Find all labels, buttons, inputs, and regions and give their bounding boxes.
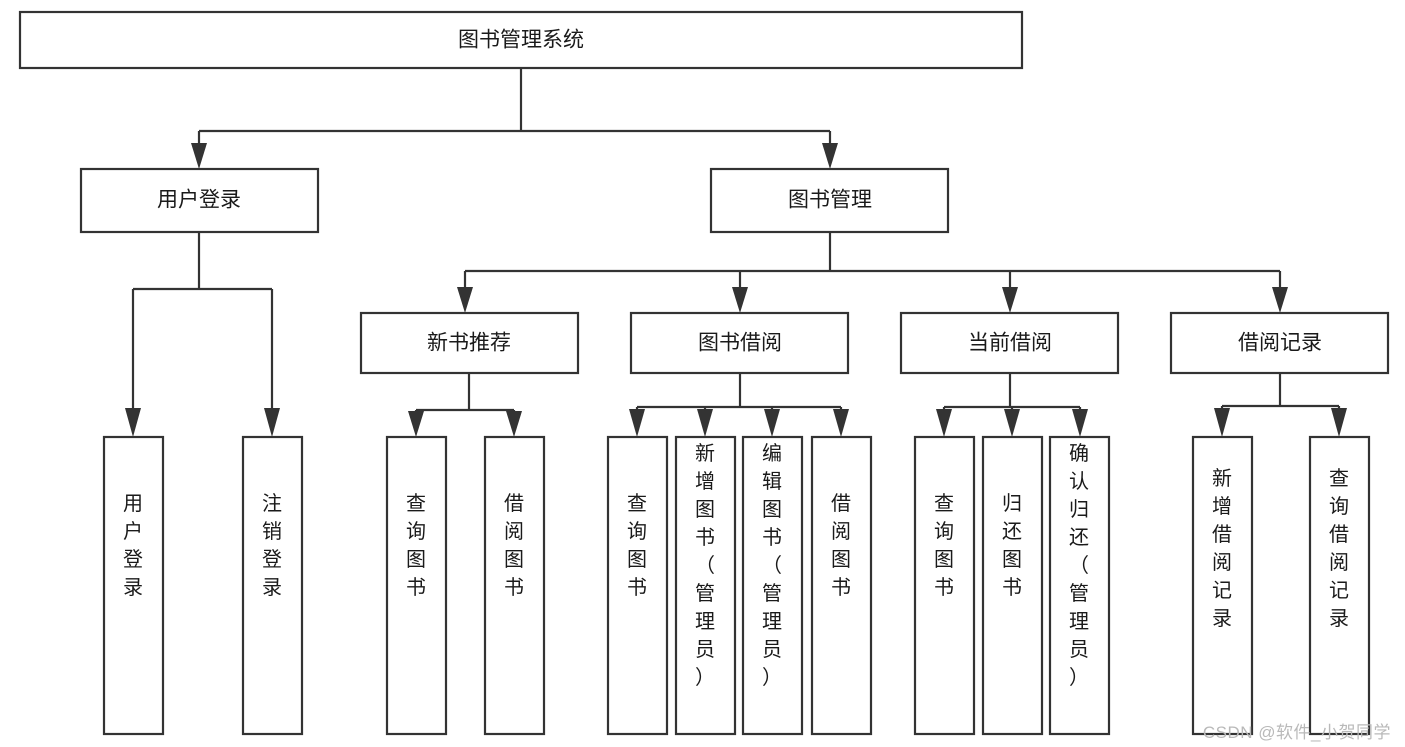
new-book-recommend-label: 新书推荐 [427,332,511,355]
node-book-management[interactable]: 图书管理 [709,167,950,234]
leaf-box-user-login-2[interactable] [241,435,304,736]
leaf-label-borrow-2: 新增图书（管理员） [695,442,715,689]
arrow-newbook-leaf-1 [408,411,424,437]
arrow-to-current [1002,287,1018,313]
arrow-to-newbook [457,287,473,313]
leaf-node[interactable]: 新增借阅记录 [1191,435,1254,736]
leaf-label-newbook-2: 借阅图书 [504,492,524,599]
leaf-node[interactable]: 查询图书 [385,435,448,736]
book-management-label: 图书管理 [788,189,872,212]
arrow-record-leaf-2 [1331,408,1347,437]
arrow-newbook-leaf-2 [506,411,522,437]
new-book-recommend-box[interactable] [359,311,580,375]
leaf-node[interactable]: 查询图书 [606,435,669,736]
leaf-node[interactable]: 查询图书 [913,435,976,736]
node-book-borrow[interactable]: 图书借阅 [629,311,850,375]
borrow-record-box[interactable] [1169,311,1390,375]
node-root[interactable]: 图书管理系统 [18,10,1024,70]
leaf-box-record-1[interactable] [1191,435,1254,736]
user-login-box[interactable] [79,167,320,234]
leaf-label-borrow-3: 编辑图书（管理员） [762,442,782,689]
current-borrow-box[interactable] [899,311,1120,375]
leaf-box-borrow-1[interactable] [606,435,669,736]
arrow-to-record [1272,287,1288,313]
arrow-to-bookmgmt [822,143,838,169]
node-borrow-record[interactable]: 借阅记录 [1169,311,1390,375]
leaf-node[interactable]: 查询借阅记录 [1308,435,1371,736]
borrow-record-label: 借阅记录 [1238,332,1322,355]
leaf-node[interactable]: 确认归还（管理员） [1048,435,1111,736]
arrow-current-leaf-2 [1004,409,1020,437]
book-borrow-label: 图书借阅 [698,332,782,355]
leaf-label-current-3: 确认归还（管理员） [1069,442,1089,689]
leaf-node[interactable]: 借阅图书 [483,435,546,736]
leaf-node[interactable]: 编辑图书（管理员） [741,435,804,736]
arrow-to-login [191,143,207,169]
arrow-current-leaf-1 [936,409,952,437]
node-user-login[interactable]: 用户登录 [79,167,320,234]
leaf-label-borrow-1: 查询图书 [627,492,647,599]
node-current-borrow[interactable]: 当前借阅 [899,311,1120,375]
leaf-box-borrow-3[interactable] [741,435,804,736]
leaf-node[interactable]: 借阅图书 [810,435,873,736]
leaf-box-newbook-2[interactable] [483,435,546,736]
leaf-label-borrow-4: 借阅图书 [831,492,851,599]
arrow-borrow-leaf-3 [764,409,780,437]
leaf-label-current-2: 归还图书 [1002,492,1022,599]
leaf-label-record-1: 新增借阅记录 [1212,467,1232,630]
leaf-box-current-3[interactable] [1048,435,1111,736]
arrow-login-leaf-1 [125,408,141,437]
leaf-node[interactable]: 新增图书（管理员） [674,435,737,736]
connectors [125,68,1347,437]
root-label: 图书管理系统 [458,29,584,52]
node-new-book-recommend[interactable]: 新书推荐 [359,311,580,375]
leaf-box-user-login-1[interactable] [102,435,165,736]
leaf-label-user-login-1: 用户登录 [123,493,143,599]
book-management-box[interactable] [709,167,950,234]
leaf-label-record-2: 查询借阅记录 [1329,467,1349,630]
leaf-node[interactable]: 归还图书 [981,435,1044,736]
root-box[interactable] [18,10,1024,70]
leaf-box-borrow-4[interactable] [810,435,873,736]
leaf-box-borrow-2[interactable] [674,435,737,736]
leaf-node[interactable]: 用户登录 [102,435,165,736]
arrow-record-leaf-1 [1214,408,1230,437]
user-login-label: 用户登录 [157,189,241,212]
leaf-box-newbook-1[interactable] [385,435,448,736]
leaf-node[interactable]: 注销登录 [241,435,304,736]
arrow-borrow-leaf-4 [833,409,849,437]
arrow-to-borrow [732,287,748,313]
leaf-box-current-2[interactable] [981,435,1044,736]
leaf-label-newbook-1: 查询图书 [406,492,426,599]
arrow-login-leaf-2 [264,408,280,437]
leaf-box-record-2[interactable] [1308,435,1371,736]
arrow-borrow-leaf-2 [697,409,713,437]
arrow-current-leaf-3 [1072,409,1088,437]
leaf-box-current-1[interactable] [913,435,976,736]
arrow-borrow-leaf-1 [629,409,645,437]
leaf-label-current-1: 查询图书 [934,492,954,599]
current-borrow-label: 当前借阅 [968,332,1052,355]
leaf-label-user-login-2: 注销登录 [262,492,282,599]
book-borrow-box[interactable] [629,311,850,375]
